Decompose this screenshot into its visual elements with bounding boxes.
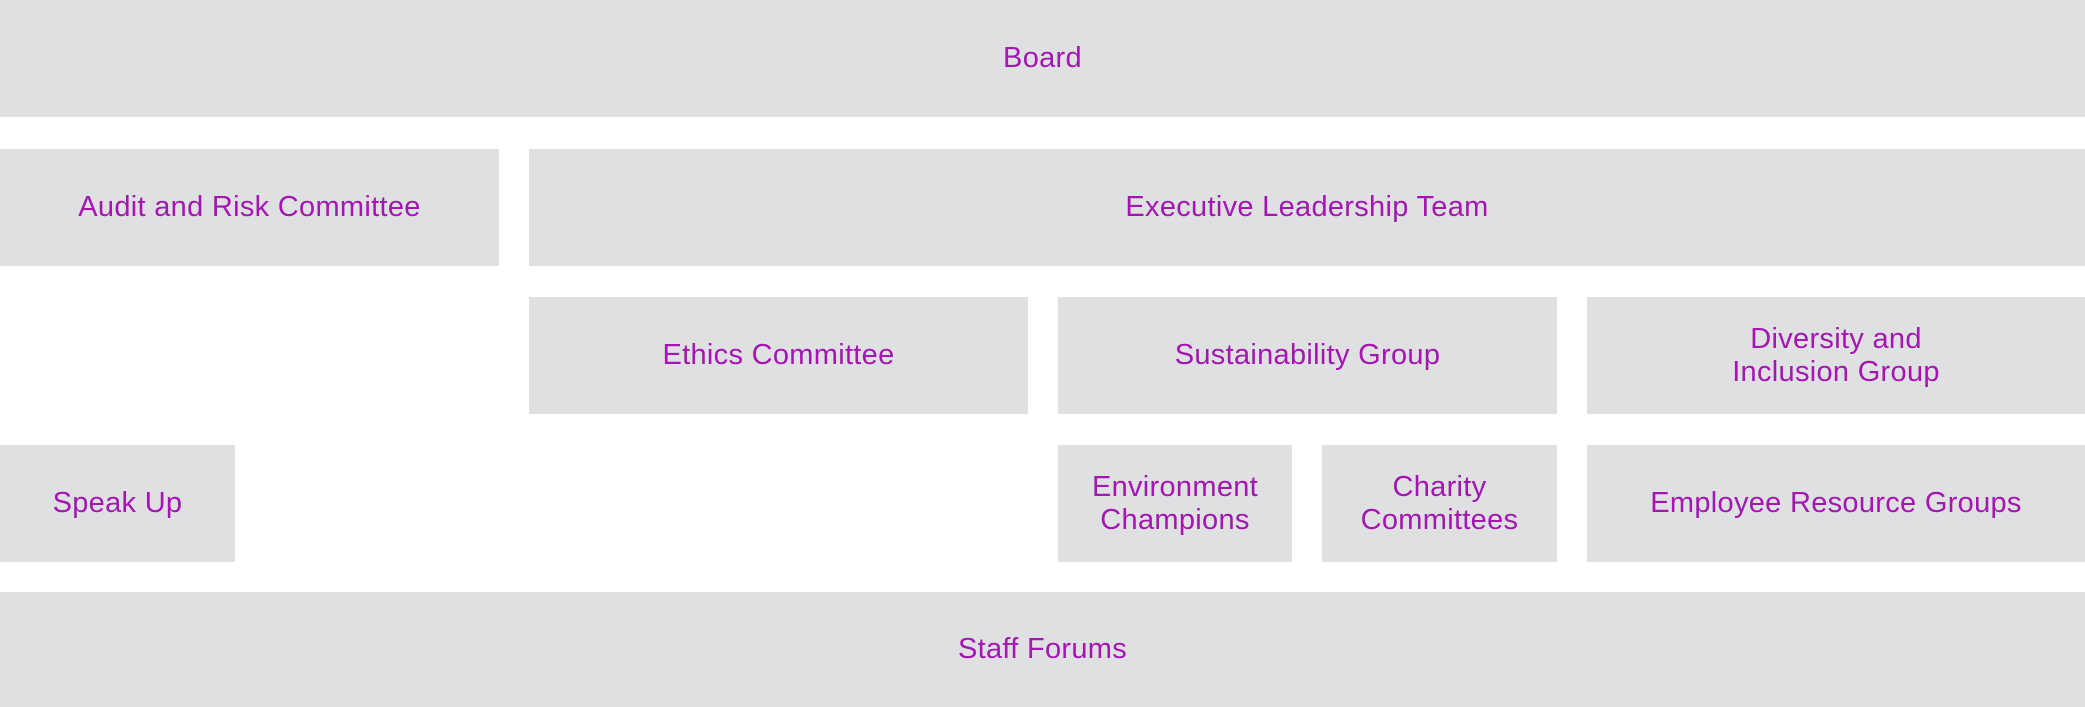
node-audit-risk-committee: Audit and Risk Committee [0,149,499,266]
node-environment-champions: Environment Champions [1058,445,1292,562]
node-staff-forums-label: Staff Forums [957,633,1128,665]
node-sustainability-group-label: Sustainability Group [1174,339,1441,371]
node-sustainability-group: Sustainability Group [1058,297,1557,414]
node-employee-resource-groups: Employee Resource Groups [1587,445,2085,562]
node-ethics-committee: Ethics Committee [529,297,1028,414]
node-diversity-inclusion-group-label: Diversity and Inclusion Group [1732,322,1940,388]
node-board: Board [0,0,2085,117]
node-speak-up: Speak Up [0,445,235,562]
node-employee-resource-groups-label: Employee Resource Groups [1650,487,2022,519]
node-executive-leadership-team-label: Executive Leadership Team [1125,191,1489,223]
node-environment-champions-label: Environment Champions [1091,470,1259,536]
node-charity-committees-label: Charity Committees [1360,470,1519,536]
node-speak-up-label: Speak Up [52,487,183,519]
node-charity-committees: Charity Committees [1322,445,1557,562]
node-audit-risk-committee-label: Audit and Risk Committee [78,191,421,223]
node-board-label: Board [1003,42,1082,74]
node-ethics-committee-label: Ethics Committee [662,339,895,371]
node-executive-leadership-team: Executive Leadership Team [529,149,2085,266]
node-diversity-inclusion-group: Diversity and Inclusion Group [1587,297,2085,414]
node-staff-forums: Staff Forums [0,592,2085,707]
